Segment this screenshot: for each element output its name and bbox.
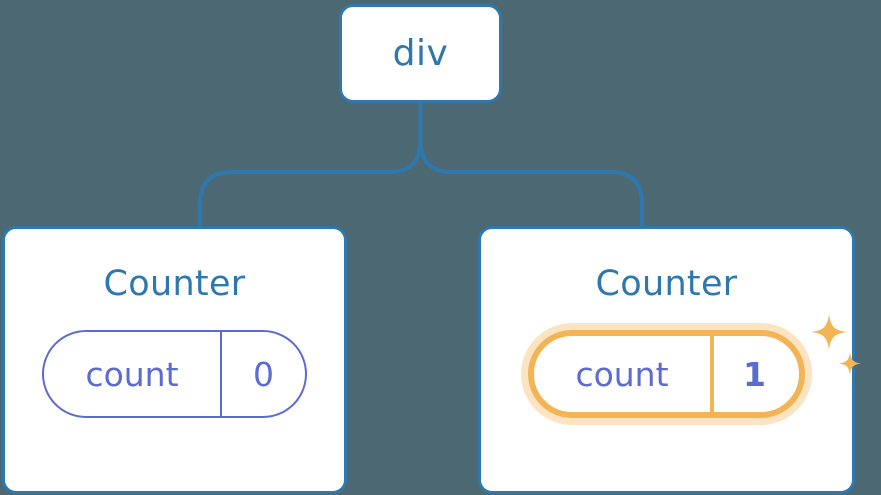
- node-div[interactable]: div: [339, 4, 502, 103]
- node-counter-left[interactable]: Counter count 0: [2, 226, 347, 494]
- node-counter-right[interactable]: Counter count 1: [478, 226, 861, 494]
- node-counter-right-title: Counter: [595, 264, 738, 304]
- node-div-label: div: [392, 32, 449, 74]
- state-value-label-left: 0: [253, 354, 274, 394]
- state-value-cell-left: 0: [222, 332, 305, 416]
- state-key-label-right: count: [575, 354, 669, 394]
- state-pill-right-highlighted[interactable]: count 1: [528, 330, 805, 418]
- state-key-cell-left: count: [44, 332, 222, 416]
- state-key-cell-right: count: [534, 336, 714, 412]
- edge-root-to-right-counter: [418, 103, 644, 228]
- state-key-label-left: count: [85, 354, 179, 394]
- state-pill-wrap-left: count 0: [42, 330, 307, 418]
- state-value-cell-right: 1: [714, 336, 795, 412]
- state-pill-left[interactable]: count 0: [42, 330, 307, 418]
- state-pill-wrap-right: count 1: [528, 314, 861, 418]
- edge-root-to-left-counter: [198, 103, 423, 228]
- state-value-label-right: 1: [743, 354, 766, 394]
- sparkle-large-icon: [811, 314, 847, 350]
- node-counter-left-title: Counter: [103, 264, 246, 304]
